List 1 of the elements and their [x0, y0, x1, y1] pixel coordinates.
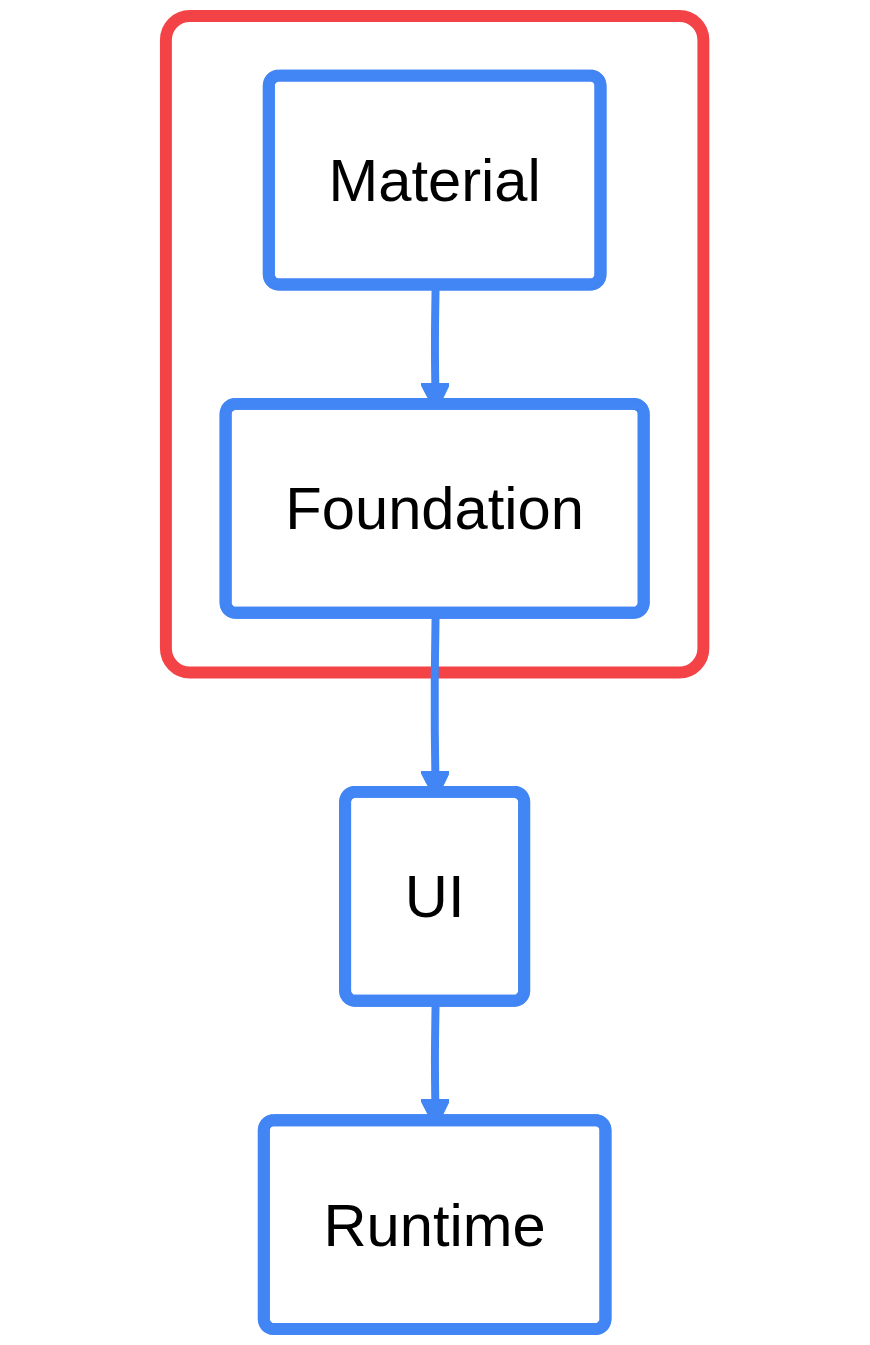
cluster — [160, 9, 710, 679]
